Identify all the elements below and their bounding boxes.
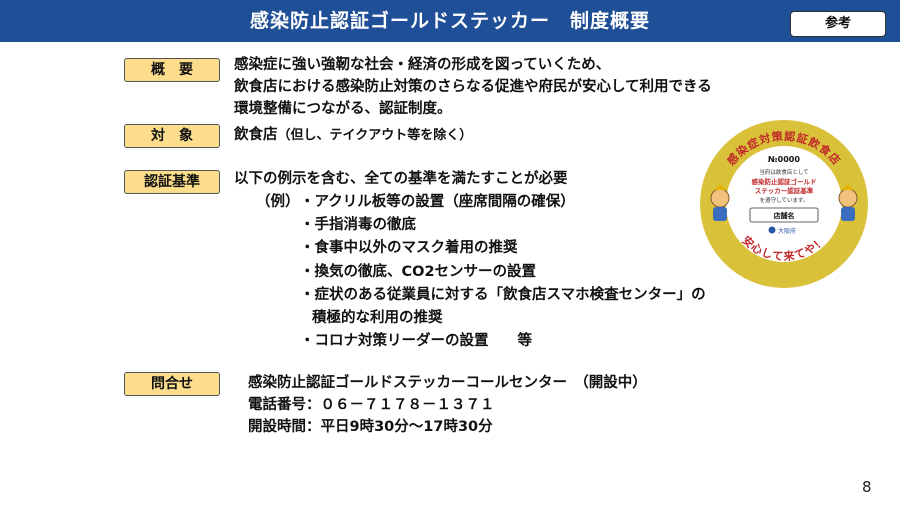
sticker-number: №0000: [768, 155, 800, 164]
mascot-left-icon: [710, 184, 730, 221]
sticker-line-4: を遵守しています。: [760, 196, 809, 204]
title-bar: [0, 0, 900, 42]
target-value: 飲食店: [234, 127, 278, 143]
overview-line-3: 環境整備につながる、認証制度。: [234, 101, 452, 117]
osaka-logo-icon: [768, 226, 776, 234]
criteria-item-continued: 積極的な利用の推奨: [312, 310, 443, 326]
sticker-line-3: ステッカー認証基準: [755, 186, 814, 195]
contact-center-name: 感染防止認証ゴールドステッカーコールセンター （開設中）: [248, 375, 647, 391]
overview-line-2: 飲食店における感染防止対策のさらなる促進や府民が安心して利用できる: [234, 79, 712, 95]
sticker-line-2: 感染防止認証ゴールド: [752, 177, 817, 186]
criteria-item: ・アクリル板等の設置（座席間隔の確保）: [300, 194, 575, 210]
gold-sticker-image: 感染症対策認証飲食店 安心して来てや！ №0000 当府は飲食店として 感染防止…: [700, 120, 868, 288]
reference-badge: 参考: [790, 11, 886, 37]
mascot-right-icon: [838, 184, 858, 221]
criteria-item: ・食事中以外のマスク着用の推奨: [300, 240, 518, 256]
overview-label: 概 要: [124, 58, 220, 82]
contact-hours: 開設時間：平日9時30分～17時30分: [248, 419, 493, 435]
sticker-store-label: 店舗名: [774, 211, 795, 220]
sticker-org: 大阪府: [778, 227, 796, 235]
criteria-item: ・症状のある従業員に対する「飲食店スマホ検査センター」の: [300, 287, 706, 303]
target-note: （但し、テイクアウト等を除く）: [277, 128, 473, 143]
criteria-label: 認証基準: [124, 170, 220, 194]
target-label: 対 象: [124, 124, 220, 148]
criteria-example-prefix: （例）: [256, 194, 300, 210]
criteria-item: ・手指消毒の徹底: [300, 217, 416, 233]
page-title: 感染防止認証ゴールドステッカー 制度概要: [249, 10, 650, 32]
overview-line-1: 感染症に強い強靭な社会・経済の形成を図っていくため、: [234, 57, 611, 73]
contact-phone: 電話番号：０６－７１７８－１３７１: [248, 397, 495, 413]
page-number: 8: [862, 478, 872, 496]
sticker-line-1: 当府は飲食店として: [759, 168, 808, 176]
target-text: 飲食店（但し、テイクアウト等を除く）: [234, 124, 472, 147]
criteria-item: ・換気の徹底、CO2センサーの設置: [300, 264, 537, 280]
contact-label: 問合せ: [124, 372, 220, 396]
sticker-store-box: [749, 207, 819, 223]
criteria-intro: 以下の例示を含む、全ての基準を満たすことが必要: [234, 171, 568, 187]
sticker-white-center: [726, 146, 842, 262]
criteria-item: ・コロナ対策リーダーの設置 等: [300, 333, 532, 349]
